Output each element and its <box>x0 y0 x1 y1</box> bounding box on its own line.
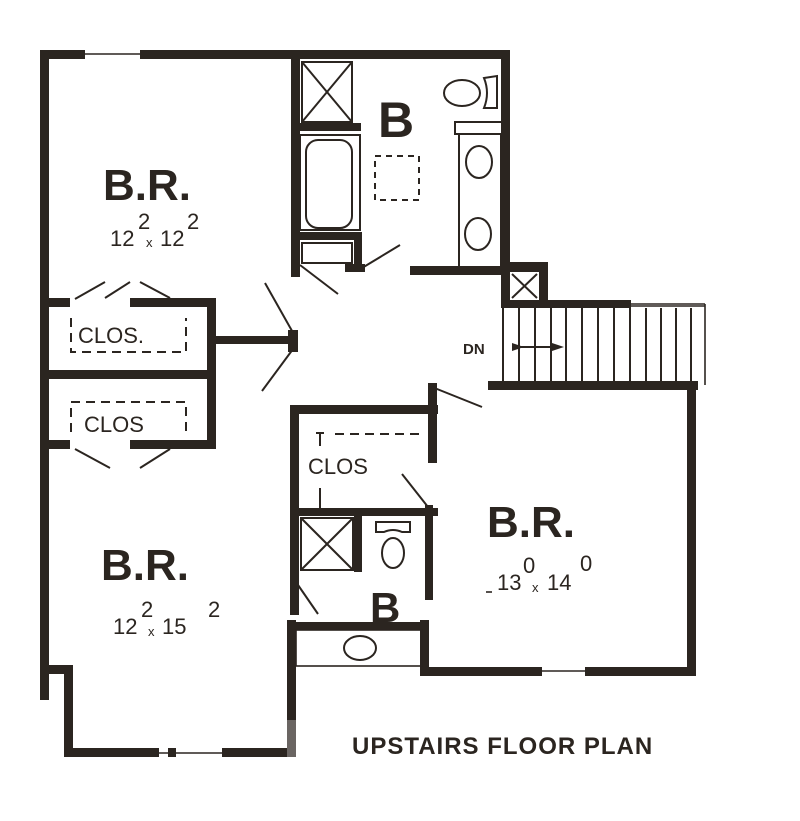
room-dim-times: x <box>148 624 155 639</box>
closet-label: CLOS <box>84 412 144 437</box>
room-dim-a: 13 <box>497 570 521 595</box>
room-label: B <box>370 584 400 631</box>
room-label: B.R. <box>103 161 191 210</box>
walls <box>40 50 706 757</box>
room-dim-a: 12 <box>113 614 137 639</box>
room-dim-a-sup: 0 <box>523 553 535 578</box>
closet-sw[interactable]: CLOS <box>84 412 144 437</box>
staircase[interactable]: DN <box>463 308 692 383</box>
room-dim-b-sup: 2 <box>208 597 220 622</box>
room-dim-b-sup: 0 <box>580 551 592 576</box>
plan-title: UPSTAIRS FLOOR PLAN <box>352 733 653 760</box>
room-bedroom-nw[interactable]: B.R. 12 2 x 12 2 <box>103 161 199 251</box>
room-label: B.R. <box>101 541 189 590</box>
room-dim-a-sup: 2 <box>138 209 150 234</box>
closet-nw[interactable]: CLOS. <box>78 323 144 348</box>
room-bath-small[interactable]: B <box>370 584 400 631</box>
closet-center[interactable]: CLOS <box>308 454 368 479</box>
room-label: B.R. <box>487 498 575 547</box>
arrow-right-icon <box>512 343 564 351</box>
room-dim-b: 12 <box>160 226 184 251</box>
room-dim-b: 14 <box>547 570 571 595</box>
closet-shelves <box>70 318 425 508</box>
room-bedroom-sw[interactable]: B.R. 12 2 x 15 2 <box>101 541 220 639</box>
room-label: B <box>378 92 414 148</box>
room-dim-a-sup: 2 <box>141 597 153 622</box>
room-dim-a: 12 <box>110 226 134 251</box>
room-dim-b: 15 <box>162 614 186 639</box>
stairs-down-label: DN <box>463 341 485 358</box>
room-dim-times: x <box>146 235 153 250</box>
room-dim-times: x <box>532 580 539 595</box>
closet-label: CLOS <box>308 454 368 479</box>
doors <box>74 244 483 615</box>
main-bath-fixtures <box>299 61 541 302</box>
small-bath-fixtures <box>295 517 423 667</box>
room-dim-b-sup: 2 <box>187 209 199 234</box>
room-bath-main[interactable]: B <box>378 92 414 148</box>
room-bedroom-se[interactable]: B.R. 13 0 x 14 0 <box>486 498 592 595</box>
closet-label: CLOS. <box>78 323 144 348</box>
